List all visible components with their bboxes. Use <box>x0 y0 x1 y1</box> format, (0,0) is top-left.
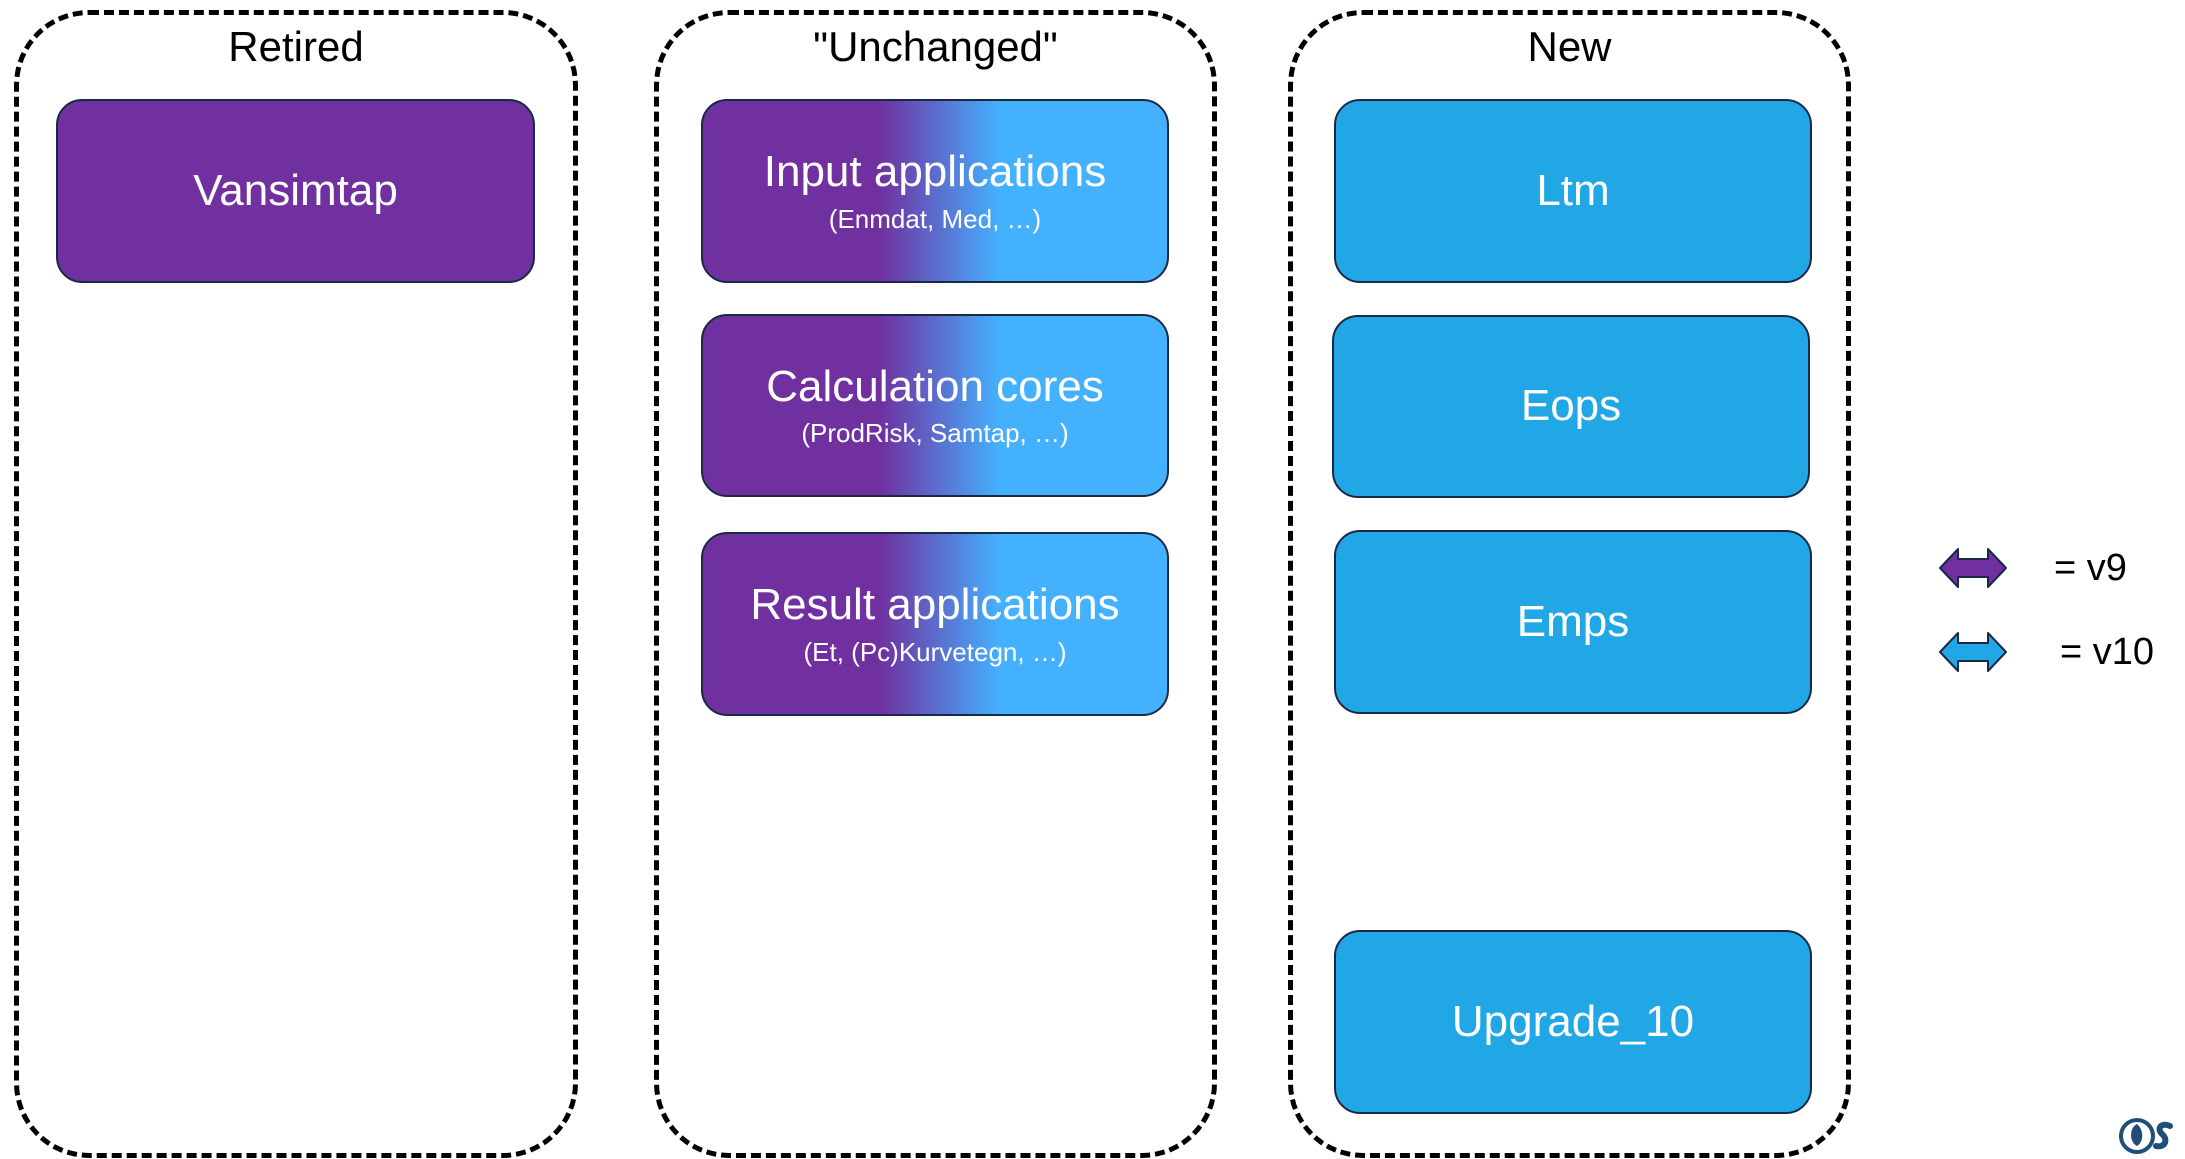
group-title-unchanged: "Unchanged" <box>813 23 1058 70</box>
box-label: Vansimtap <box>193 165 398 215</box>
box-result-applications[interactable]: Result applications (Et, (Pc)Kurvetegn, … <box>701 532 1169 716</box>
legend-label-v9: = v9 <box>2054 546 2127 589</box>
box-label: Eops <box>1520 381 1622 431</box>
box-ltm[interactable]: Ltm <box>1334 99 1812 283</box>
blue-double-arrow-icon <box>1939 632 2007 672</box>
box-sublabel: (Et, (Pc)Kurvetegn, …) <box>803 636 1067 667</box>
box-vansimtap[interactable]: Vansimtap <box>56 99 535 283</box>
box-calculation-cores[interactable]: Calculation cores (ProdRisk, Samtap, …) <box>701 314 1169 497</box>
legend-row-v10: = v10 <box>1938 630 2154 674</box>
sintef-logo-icon <box>2118 1112 2178 1156</box>
group-new: New <box>1288 10 1851 1158</box>
box-label: Input applications <box>763 147 1107 197</box>
box-emps[interactable]: Emps <box>1334 530 1812 714</box>
box-label: Emps <box>1516 596 1630 646</box>
legend-row-v9: = v9 <box>1938 546 2127 590</box>
box-label: Calculation cores <box>766 361 1104 411</box>
box-sublabel: (ProdRisk, Samtap, …) <box>801 418 1069 449</box>
group-unchanged: "Unchanged" <box>654 10 1217 1158</box>
group-title-new: New <box>1527 23 1612 70</box>
group-retired: Retired <box>14 10 578 1158</box>
box-label: Ltm <box>1536 165 1610 215</box>
box-label: Result applications <box>750 580 1120 630</box>
purple-double-arrow-icon <box>1939 548 2007 588</box>
box-label: Upgrade_10 <box>1451 996 1695 1046</box>
box-input-applications[interactable]: Input applications (Enmdat, Med, …) <box>701 99 1169 283</box>
box-eops[interactable]: Eops <box>1332 315 1810 498</box>
legend-label-v10: = v10 <box>2060 630 2155 673</box>
box-sublabel: (Enmdat, Med, …) <box>828 203 1042 234</box>
box-upgrade-10[interactable]: Upgrade_10 <box>1334 930 1812 1114</box>
group-title-retired: Retired <box>228 23 364 70</box>
